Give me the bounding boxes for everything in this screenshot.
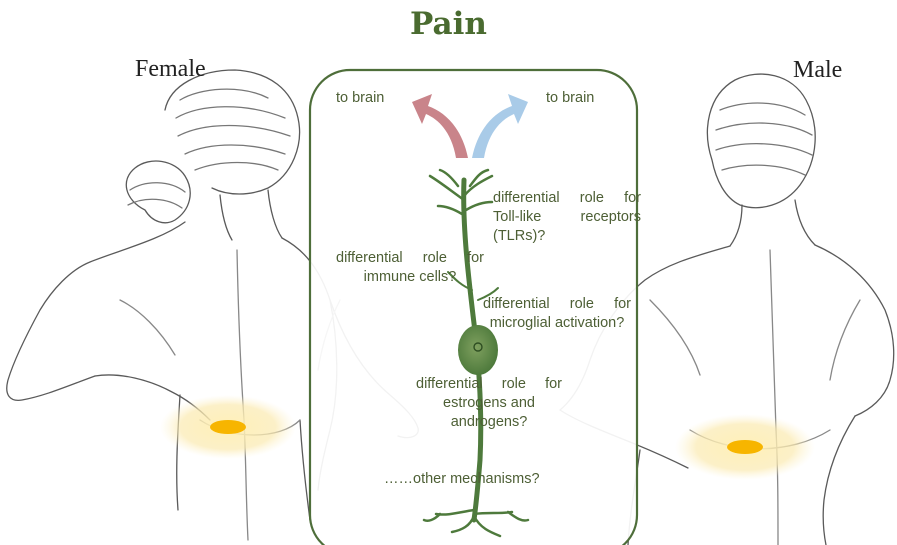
- other-mechanisms-question: ……other mechanisms?: [384, 470, 540, 489]
- female-label: Female: [135, 56, 206, 83]
- hormone-question-line-3: androgens?: [416, 413, 562, 432]
- male-label: Male: [793, 57, 842, 84]
- male-pain-spot: [727, 440, 763, 454]
- tlr-question: differential role for Toll-like receptor…: [493, 189, 641, 246]
- left-arrow-label: to brain: [336, 89, 384, 108]
- immune-question: differential role for immune cells?: [336, 249, 484, 287]
- immune-question-line-2: immune cells?: [336, 268, 484, 287]
- tlr-question-line-1: differential role for: [493, 189, 641, 208]
- microglia-question: differential role for microglial activat…: [483, 295, 631, 333]
- hormone-question-line-1: differential role for: [416, 375, 562, 394]
- tlr-question-line-3: (TLRs)?: [493, 227, 641, 246]
- microglia-question-line-1: differential role for: [483, 295, 631, 314]
- right-arrow-label: to brain: [546, 89, 594, 108]
- hormone-question-line-2: estrogens and: [416, 394, 562, 413]
- tlr-question-line-2: Toll-like receptors: [493, 208, 641, 227]
- immune-question-line-1: differential role for: [336, 249, 484, 268]
- hormone-question: differential role for estrogens and andr…: [416, 375, 562, 432]
- microglia-question-line-2: microglial activation?: [483, 314, 631, 333]
- diagram-title: Pain: [0, 6, 897, 42]
- female-pain-spot: [210, 420, 246, 434]
